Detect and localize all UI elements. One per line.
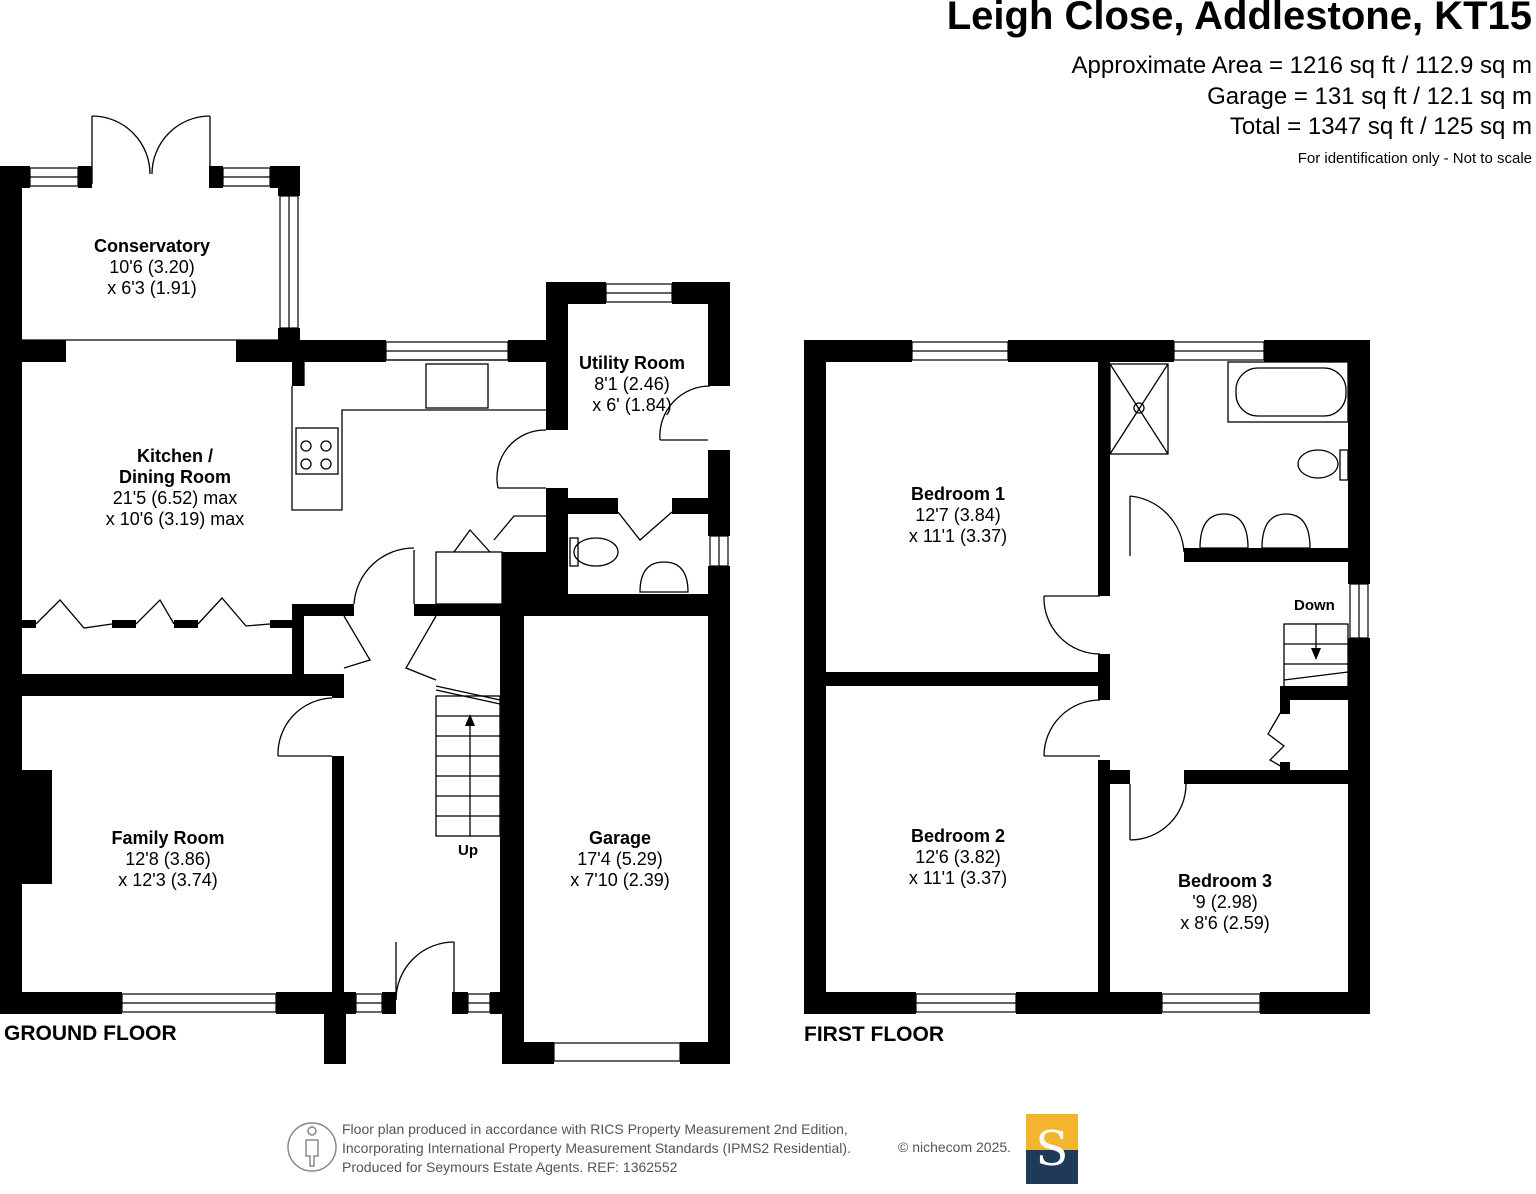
room-bedroom-2: Bedroom 2 12'6 (3.82) x 11'1 (3.37) (909, 826, 1007, 889)
total-area: Total = 1347 sq ft / 125 sq m (1229, 113, 1532, 140)
room-dimension: 21'5 (6.52) max (112, 488, 238, 508)
room-name: Garage (588, 828, 652, 848)
room-name: Utility Room (579, 353, 685, 373)
stairs-down-arrow-icon (1311, 648, 1321, 660)
room-dimension: x 6' (1.84) (592, 395, 672, 415)
stairs-arrow-icon (465, 714, 475, 726)
room-dimension: x 12'3 (3.74) (118, 870, 218, 890)
room-dimension: 17'4 (5.29) (577, 849, 663, 869)
scale-note: For identification only - Not to scale (1297, 150, 1532, 167)
room-name: Bedroom 3 (1177, 871, 1273, 891)
room-dimension: x 11'1 (3.37) (908, 526, 1008, 546)
room-dimension: x 10'6 (3.19) max (105, 509, 245, 529)
footer-line: Floor plan produced in accordance with R… (342, 1121, 848, 1137)
room-dimension: x 7'10 (2.39) (570, 870, 670, 890)
logo-letter: S (1035, 1121, 1069, 1177)
person-icon (287, 1122, 337, 1172)
first-floor-walls (804, 340, 1370, 1014)
room-dimension: x 11'1 (3.37) (908, 868, 1008, 888)
room-name: Family Room (111, 828, 225, 848)
room-dimension: '9 (2.98) (1192, 892, 1258, 912)
room-dimension: 8'1 (2.46) (594, 374, 670, 394)
footer-line: Produced for Seymours Estate Agents. REF… (342, 1159, 678, 1175)
room-name: Conservatory (93, 236, 211, 256)
room-dimension: x 8'6 (2.59) (1180, 913, 1270, 933)
room-utility: Utility Room 8'1 (2.46) x 6' (1.84) (579, 353, 685, 416)
stairs-down-label: Down (1294, 597, 1335, 614)
approximate-area: Approximate Area = 1216 sq ft / 112.9 sq… (1071, 52, 1533, 79)
first-floor-fittings (1043, 361, 1349, 841)
first-floor-label: FIRST FLOOR (804, 1023, 944, 1046)
room-dimension: 12'6 (3.82) (915, 847, 1001, 867)
room-name: Dining Room (119, 467, 231, 487)
footer-line: Incorporating International Property Mea… (342, 1140, 851, 1156)
stairs-up-label: Up (458, 842, 478, 859)
ground-floor-label: GROUND FLOOR (4, 1022, 177, 1045)
room-family: Family Room 12'8 (3.86) x 12'3 (3.74) (111, 828, 224, 891)
room-name: Bedroom 1 (910, 484, 1006, 504)
room-dimension: 12'8 (3.86) (125, 849, 211, 869)
footer-text: Floor plan produced in accordance with R… (342, 1120, 851, 1177)
ground-floor-walls (0, 166, 730, 1064)
ground-floor-fittings (22, 115, 711, 1001)
room-conservatory: Conservatory 10'6 (3.20) x 6'3 (1.91) (94, 236, 210, 299)
room-garage: Garage 17'4 (5.29) x 7'10 (2.39) (570, 828, 670, 891)
room-name: Kitchen / (136, 446, 213, 466)
room-bedroom-1: Bedroom 1 12'7 (3.84) x 11'1 (3.37) (909, 484, 1007, 547)
copyright: © nichecom 2025. (898, 1139, 1012, 1155)
garage-area: Garage = 131 sq ft / 12.1 sq m (1207, 83, 1532, 110)
ground-floor-windows (29, 167, 729, 1062)
room-bedroom-3: Bedroom 3 '9 (2.98) x 8'6 (2.59) (1178, 871, 1272, 934)
first-floor-windows (911, 341, 1369, 1013)
page-title: Leigh Close, Addlestone, KT15 (946, 0, 1532, 38)
agent-logo: S (1026, 1114, 1078, 1184)
room-dimension: 12'7 (3.84) (915, 505, 1001, 525)
room-kitchen: Kitchen / Dining Room 21'5 (6.52) max x … (106, 446, 245, 530)
room-dimension: x 6'3 (1.91) (107, 278, 197, 298)
wall (0, 166, 22, 1011)
room-name: Bedroom 2 (910, 826, 1006, 846)
room-dimension: 10'6 (3.20) (109, 257, 195, 277)
